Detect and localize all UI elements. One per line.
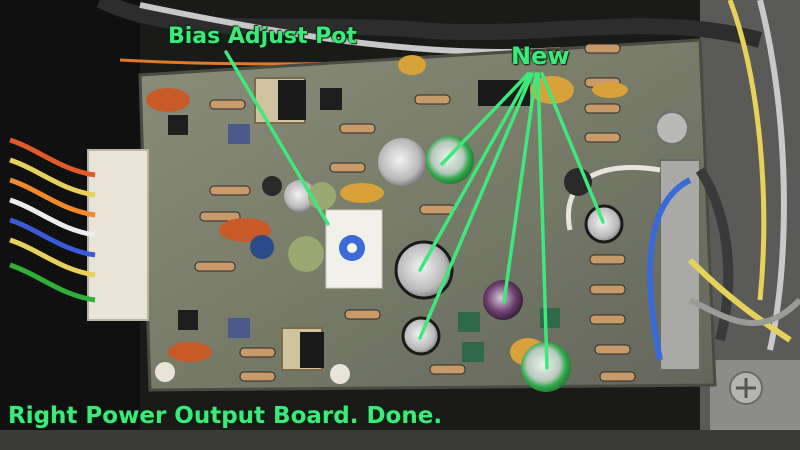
new-parts-annotation: New [511, 42, 570, 70]
bias-adjust-annotation: Bias Adjust Pot [168, 24, 357, 49]
photo-caption: Right Power Output Board. Done. [8, 403, 443, 429]
